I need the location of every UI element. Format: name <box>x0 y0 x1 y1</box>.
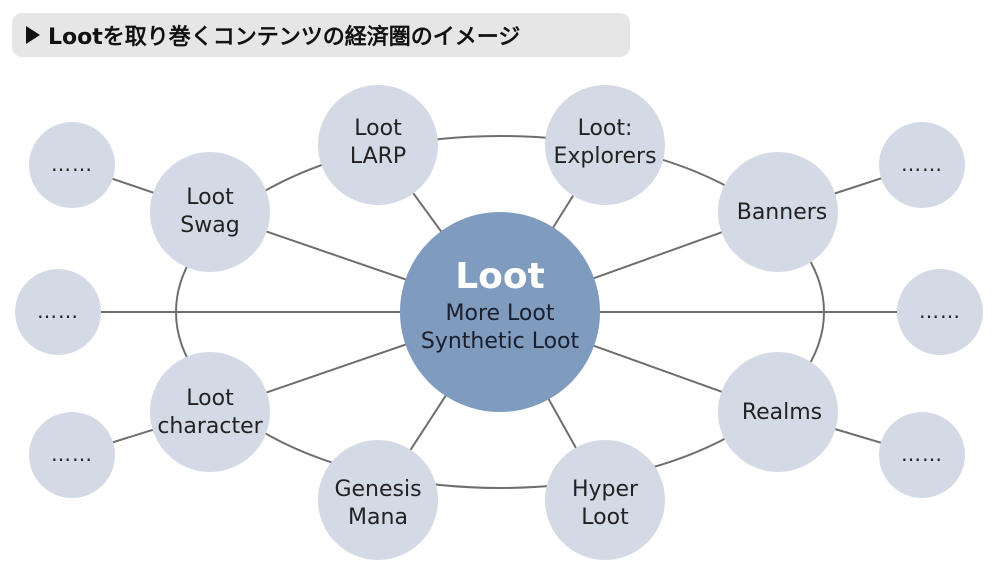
node-loot-character-line2: character <box>157 414 263 439</box>
outer-label-bottom-left: …… <box>51 442 93 466</box>
center-node <box>400 212 600 412</box>
center-line2: Synthetic Loot <box>421 329 580 354</box>
node-loot-swag <box>150 152 270 272</box>
node-hyper-loot <box>545 440 665 560</box>
node-hyper-loot-line1: Hyper <box>572 477 639 502</box>
node-genesis-mana <box>318 440 438 560</box>
node-banners-line1: Banners <box>737 200 828 225</box>
play-triangle-icon <box>26 26 40 44</box>
outer-label-mid-right: …… <box>919 299 961 323</box>
node-realms-line1: Realms <box>742 400 822 425</box>
outer-nodes: …… …… …… …… …… …… <box>15 122 983 498</box>
node-loot-explorers-line1: Loot: <box>578 116 633 141</box>
node-realms <box>718 352 838 472</box>
outer-node-top-right <box>879 122 965 208</box>
node-loot-character <box>150 352 270 472</box>
node-loot-character-line1: Loot <box>186 386 234 411</box>
outer-node-bottom-right <box>879 412 965 498</box>
outer-label-top-left: …… <box>51 152 93 176</box>
node-loot-explorers <box>545 85 665 205</box>
outer-node-top-left <box>29 122 115 208</box>
center-node-group: Loot More Loot Synthetic Loot <box>400 212 600 412</box>
center-title: Loot <box>455 256 545 297</box>
outer-node-bottom-left <box>29 412 115 498</box>
diagram-title: Lootを取り巻くコンテンツの経済圏のイメージ <box>48 25 521 50</box>
center-line1: More Loot <box>446 301 555 326</box>
outer-label-top-right: …… <box>901 152 943 176</box>
node-hyper-loot-line2: Loot <box>581 505 629 530</box>
outer-label-mid-left: …… <box>37 299 79 323</box>
ring-nodes: Loot LARP Loot: Explorers Loot Swag Bann… <box>150 85 838 560</box>
node-loot-swag-line2: Swag <box>180 213 239 238</box>
outer-node-mid-left <box>15 269 101 355</box>
outer-node-mid-right <box>897 269 983 355</box>
node-loot-larp-line1: Loot <box>354 116 402 141</box>
node-loot-larp-line2: LARP <box>350 144 406 169</box>
node-loot-larp <box>318 85 438 205</box>
node-genesis-mana-line2: Mana <box>348 505 408 530</box>
node-genesis-mana-line1: Genesis <box>334 477 421 502</box>
node-banners <box>718 152 838 272</box>
outer-label-bottom-right: …… <box>901 442 943 466</box>
node-loot-explorers-line2: Explorers <box>553 144 656 169</box>
node-loot-swag-line1: Loot <box>186 185 234 210</box>
title-banner: Lootを取り巻くコンテンツの経済圏のイメージ <box>12 13 630 57</box>
